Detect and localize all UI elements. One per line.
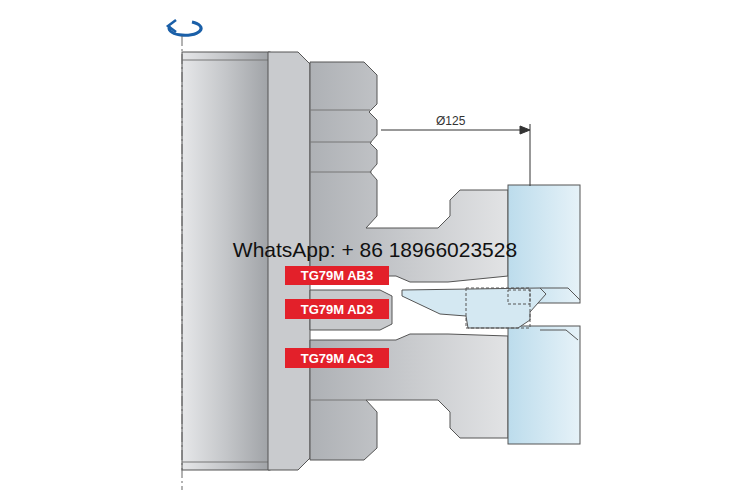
tool-plate-upper — [508, 185, 580, 303]
part-code: TG79M AB3 — [301, 269, 373, 282]
dimension-text: Ø125 — [436, 114, 465, 128]
rotation-arrow — [168, 20, 201, 35]
tool-plate-lower — [508, 326, 580, 444]
dimension-line — [381, 124, 530, 186]
watermark: WhatsApp: + 86 18966023528 — [233, 238, 517, 262]
axis-line — [182, 36, 183, 490]
part-code-tag: TG79M AB3 — [285, 266, 389, 285]
cutting-insert — [402, 288, 546, 328]
part-code-tag: TG79M AC3 — [285, 348, 389, 368]
part-code: TG79M AD3 — [301, 303, 373, 316]
part-code: TG79M AC3 — [301, 352, 373, 365]
part-code-tag: TG79M AD3 — [285, 299, 389, 319]
